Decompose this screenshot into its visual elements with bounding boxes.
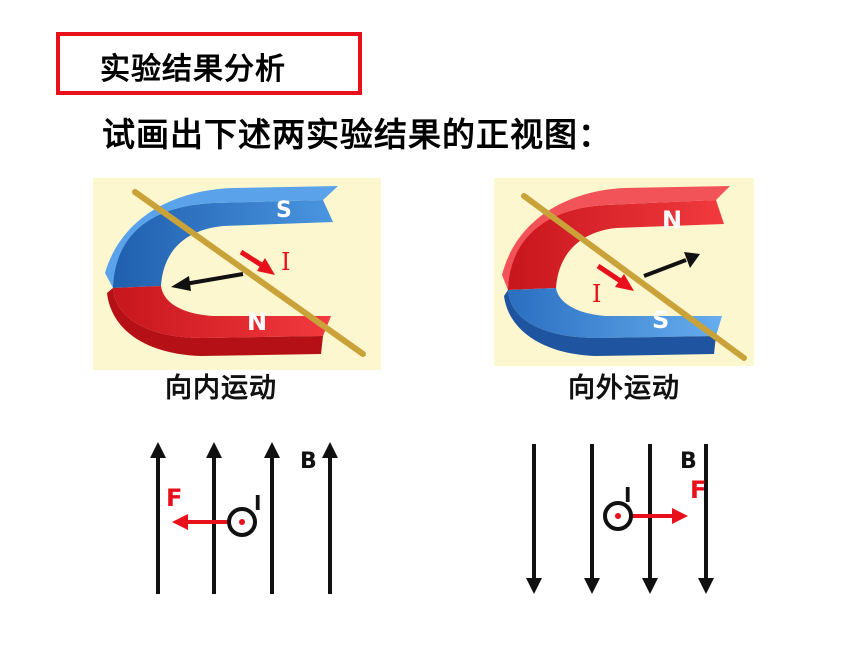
force-label: F: [166, 484, 182, 512]
field-arrow-head: [526, 578, 542, 594]
magnet-upper-arm: [113, 200, 333, 288]
current-label: I: [254, 491, 261, 515]
pole-label-top: N: [662, 206, 682, 234]
current-dot: [615, 513, 621, 519]
force-arrow-head: [172, 514, 188, 530]
motion-arrow-line: [184, 272, 244, 286]
field-diagram-right-svg: B F I: [526, 444, 714, 594]
magnet-illustration-outward: N S I: [502, 186, 747, 361]
field-label: B: [300, 449, 317, 474]
motion-arrow-head: [684, 252, 700, 268]
current-arrow-line: [596, 263, 624, 285]
current-arrow-line: [239, 249, 265, 269]
field-arrow-head: [322, 442, 338, 458]
pole-label-bottom: S: [652, 306, 669, 334]
field-arrow-head: [264, 442, 280, 458]
magnet-lower-side: [107, 288, 323, 356]
magnet-upper-face: [502, 186, 730, 290]
title-box: 实验结果分析: [56, 32, 362, 95]
conductor-rod: [521, 193, 747, 361]
magnet-lower-arm: [113, 286, 331, 338]
pole-label-top: S: [276, 198, 292, 223]
current-dot: [239, 519, 245, 525]
field-diagram-left-svg: B F I: [150, 442, 338, 594]
force-arrow-head: [672, 508, 688, 524]
field-arrow-head: [206, 442, 222, 458]
current-label: I: [281, 248, 290, 276]
field-arrow-head: [150, 442, 166, 458]
field-arrow-head: [642, 578, 658, 594]
field-arrow-head: [698, 578, 714, 594]
motion-arrow-line: [643, 258, 687, 278]
field-diagram-left: B F I: [140, 440, 350, 600]
experiment-photo-inward: S N I: [93, 178, 381, 370]
field-diagram-right: B F I: [516, 440, 726, 600]
experiment-photo-outward: N S I: [494, 178, 754, 366]
pole-label-bottom: N: [247, 308, 267, 336]
magnet-illustration-inward: S N I: [105, 186, 366, 357]
current-label: I: [624, 483, 631, 507]
magnet-lower-side: [504, 290, 716, 356]
field-label: B: [680, 449, 697, 474]
question-text: 试画出下述两实验结果的正视图：: [102, 115, 612, 154]
current-arrow-head: [615, 274, 634, 291]
conductor-rod: [132, 189, 366, 357]
caption-outward: 向外运动: [568, 373, 680, 404]
slide-title: 实验结果分析: [100, 52, 286, 87]
caption-inward: 向内运动: [165, 373, 277, 404]
motion-arrow-head: [171, 276, 191, 291]
magnet-lower-arm: [508, 288, 722, 338]
current-label: I: [592, 280, 601, 308]
force-label: F: [690, 476, 706, 504]
current-arrow-head: [257, 258, 275, 275]
field-arrow-head: [584, 578, 600, 594]
